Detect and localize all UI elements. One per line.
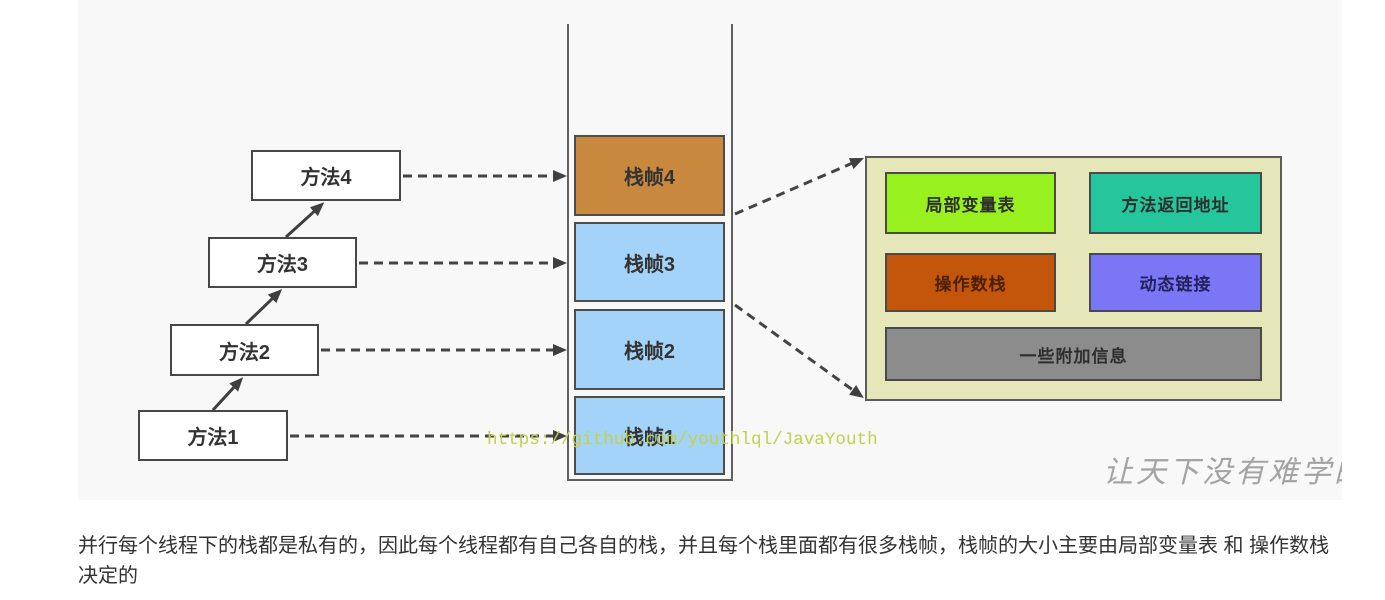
method-box-4: 方法4 bbox=[251, 150, 401, 201]
expand-arrow-bottom bbox=[734, 303, 864, 399]
slogan-watermark: 让天下没有难学的 bbox=[1103, 456, 1342, 489]
call-arrow-method2-to-method3 bbox=[244, 289, 283, 326]
call-arrow-method3-to-method4 bbox=[284, 202, 325, 239]
call-arrow-method1-to-method2 bbox=[211, 377, 244, 412]
method-box-2: 方法2 bbox=[170, 324, 319, 376]
method-box-1: 方法1 bbox=[138, 410, 288, 461]
stack-frame-structure: 局部变量表 方法返回地址 操作数栈 动态链接 一些附加信息 bbox=[865, 156, 1282, 401]
additional-info: 一些附加信息 bbox=[885, 327, 1262, 381]
operand-stack: 操作数栈 bbox=[885, 253, 1056, 312]
stack-frame-1: 栈帧1 bbox=[574, 396, 725, 475]
local-variable-table: 局部变量表 bbox=[885, 172, 1056, 234]
description-paragraph: 并行每个线程下的栈都是私有的，因此每个线程都有自己各自的栈，并且每个栈里面都有很… bbox=[78, 535, 1330, 587]
stack-frame-3: 栈帧3 bbox=[574, 222, 725, 302]
dynamic-linking: 动态链接 bbox=[1089, 253, 1262, 312]
method-box-3: 方法3 bbox=[208, 237, 357, 288]
stack-frame-2: 栈帧2 bbox=[574, 309, 725, 390]
thread-stack: 栈帧4 栈帧3 栈帧2 栈帧1 bbox=[567, 24, 733, 481]
url-watermark: https://github.com/youthlql/JavaYouth bbox=[487, 430, 878, 450]
push-arrows bbox=[290, 158, 864, 442]
expand-arrow-top bbox=[734, 158, 864, 216]
call-arrows bbox=[211, 202, 325, 412]
stack-frame-4: 栈帧4 bbox=[574, 135, 725, 216]
return-address: 方法返回地址 bbox=[1089, 172, 1262, 234]
